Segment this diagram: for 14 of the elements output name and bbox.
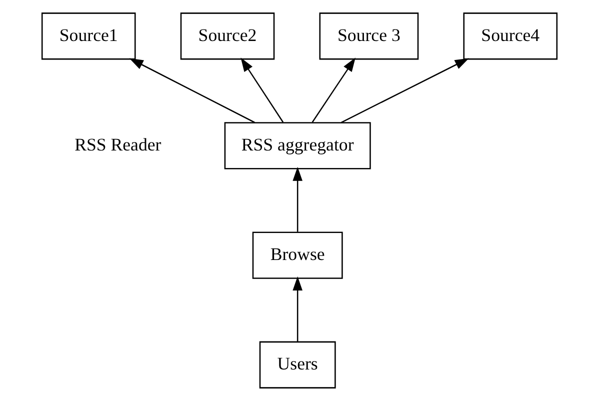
- arrow: [340, 58, 469, 124]
- node-box: Users: [259, 341, 336, 388]
- node-box: Source 3: [319, 12, 419, 60]
- arrow: [240, 58, 284, 123]
- label: RSS Reader: [74, 134, 162, 154]
- node-box: Source1: [41, 12, 136, 60]
- arrow: [292, 166, 302, 232]
- node-box: RSS aggregator: [224, 122, 371, 170]
- node-box: Browse: [252, 232, 343, 279]
- arrow: [292, 276, 302, 342]
- arrow: [129, 58, 256, 124]
- arrow: [312, 58, 356, 123]
- node-box: Source2: [180, 12, 275, 60]
- node-box: Source4: [463, 12, 558, 60]
